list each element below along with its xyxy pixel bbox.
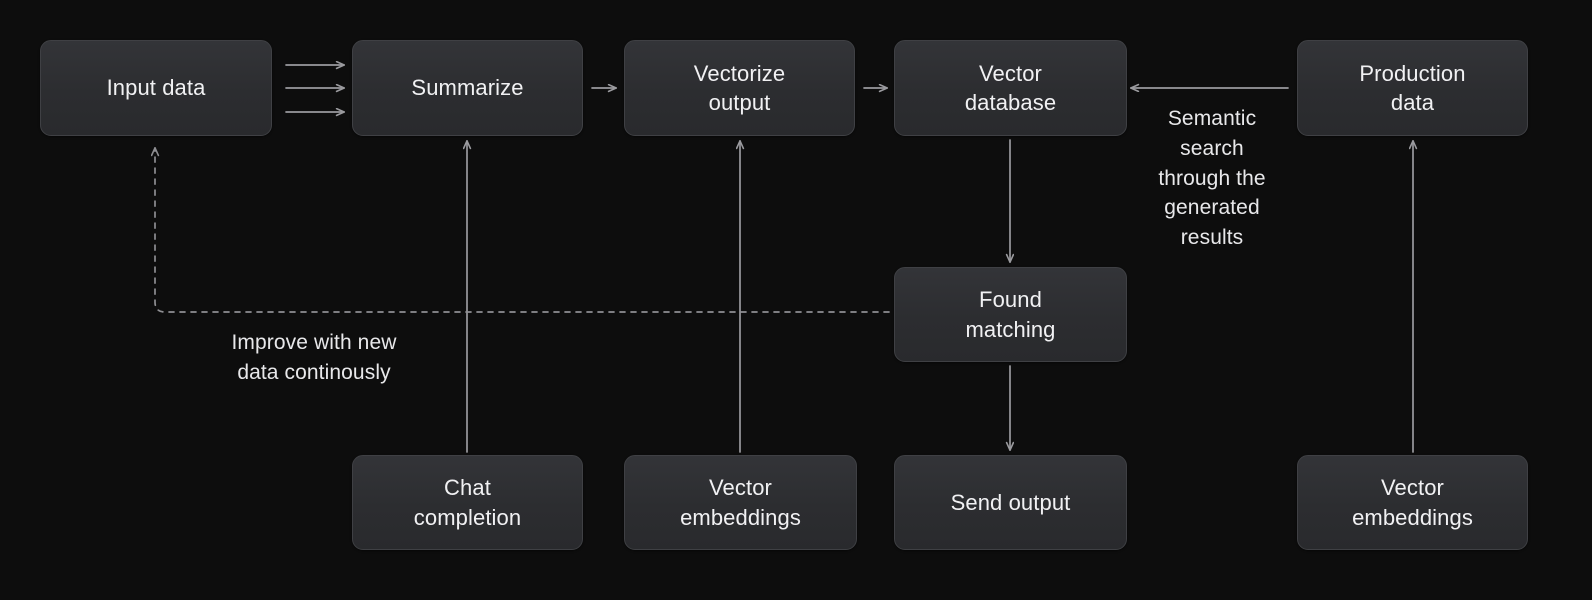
node-label: Vectorize output [693,60,786,115]
node-label: Send output [950,489,1071,515]
node-summarize[interactable]: Summarize [352,40,583,136]
node-vectorize-output[interactable]: Vectorize output [624,40,855,136]
node-label: Input data [106,75,206,101]
node-label: Found matching [965,287,1056,342]
node-send-output[interactable]: Send output [894,455,1127,550]
node-label: Summarize [411,75,524,101]
node-label: Vector database [964,60,1057,115]
edge-found-matching-feedback-to-input-data [155,148,890,313]
node-label: Production data [1359,60,1466,115]
node-chat-completion[interactable]: Chat completion [352,455,583,550]
node-label: Chat completion [413,475,522,530]
node-production-data[interactable]: Production data [1297,40,1528,136]
edge-label-semantic-search: Semantic search through the generated re… [1158,107,1266,250]
node-label: Vector embeddings [680,475,801,530]
node-label: Vector embeddings [1352,475,1473,530]
node-found-matching[interactable]: Found matching [894,267,1127,362]
node-input-data[interactable]: Input data [40,40,272,136]
edge-label-improve-with-new-data: Improve with new data continously [231,331,397,384]
node-vector-embeddings-2[interactable]: Vector embeddings [1297,455,1528,550]
node-vector-embeddings-1[interactable]: Vector embeddings [624,455,857,550]
node-vector-database[interactable]: Vector database [894,40,1127,136]
